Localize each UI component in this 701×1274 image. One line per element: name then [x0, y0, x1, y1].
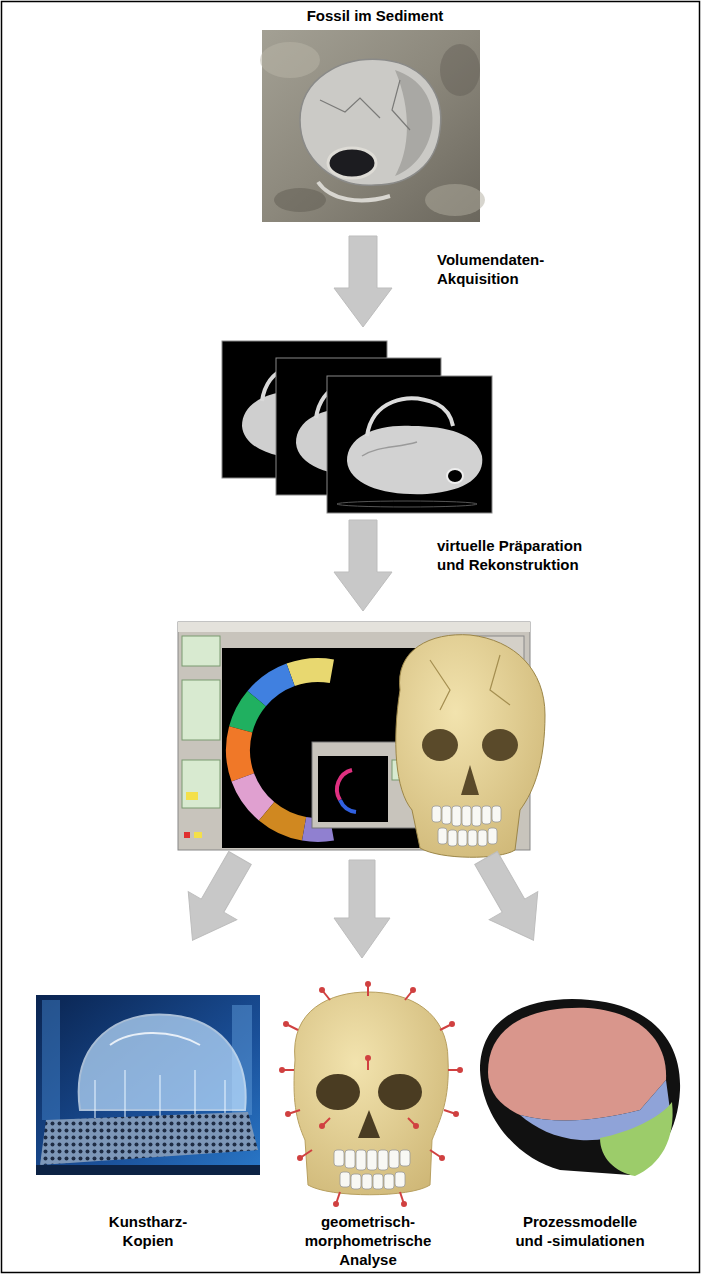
caption-text: Kunstharz- Kopien	[98, 1212, 198, 1250]
caption-text: Fossil im Sediment	[307, 6, 444, 25]
flow-arrow	[334, 236, 392, 327]
label-holder: virtuelle Präparation und Rekonstruktion	[437, 536, 602, 574]
caption-text: geometrisch- morphometrische Analyse	[301, 1212, 436, 1269]
figure-node: Fossil im Sediment	[230, 4, 520, 28]
figure-node: Prozessmodelle und -simulationen	[470, 990, 690, 1270]
landmark-skull	[280, 982, 462, 1206]
ct-slices	[222, 341, 492, 513]
step-label: virtuelle Präparation und Rekonstruktion	[437, 536, 602, 574]
resin-copy-photo	[36, 995, 260, 1175]
flow-arrow	[334, 520, 392, 611]
step-label: Volumendaten- Akquisition	[437, 250, 577, 288]
flow-arrows	[168, 844, 557, 958]
fossil-photo	[260, 30, 485, 222]
figure-node: geometrisch- morphometrische Analyse	[280, 990, 456, 1270]
figure-node: Kunstharz- Kopien	[20, 990, 276, 1270]
endocast-model	[480, 999, 680, 1176]
label-holder: Volumendaten- Akquisition	[437, 250, 577, 288]
skull-model	[396, 635, 545, 858]
caption-text: Prozessmodelle und -simulationen	[511, 1212, 649, 1250]
